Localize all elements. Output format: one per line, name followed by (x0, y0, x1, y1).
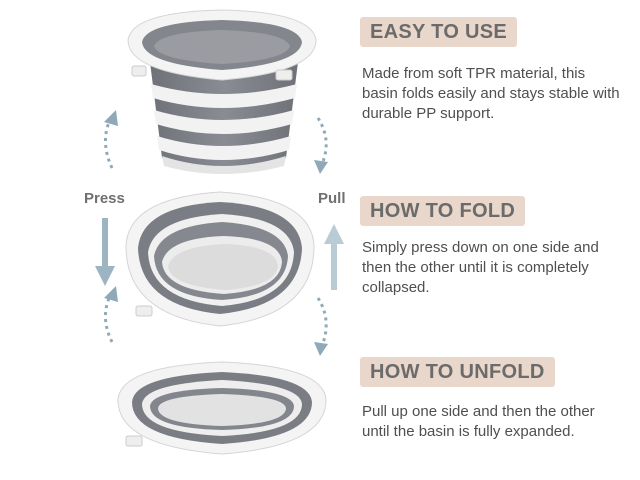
how-to-fold-heading: HOW TO FOLD (360, 196, 526, 226)
pull-label: Pull (318, 190, 346, 207)
how-to-unfold-text: Pull up one side and then the other unti… (362, 403, 595, 440)
fold-arrows (104, 117, 328, 347)
easy-to-use-heading: EASY TO USE (360, 17, 518, 47)
half-folded-bucket-image (125, 191, 315, 327)
press-label: Press (84, 190, 125, 207)
how-to-fold-text: Simply press down on one side and then t… (362, 239, 599, 296)
expanded-bucket-image (127, 9, 317, 174)
easy-to-use-text: Made from soft TPR material, this basin … (362, 65, 620, 122)
press-arrow-icon (95, 218, 115, 286)
arrow-heads (104, 110, 328, 356)
collapsed-basin-image (117, 361, 327, 455)
pull-arrow-icon (324, 224, 344, 290)
how-to-unfold-heading: HOW TO UNFOLD (360, 357, 555, 387)
